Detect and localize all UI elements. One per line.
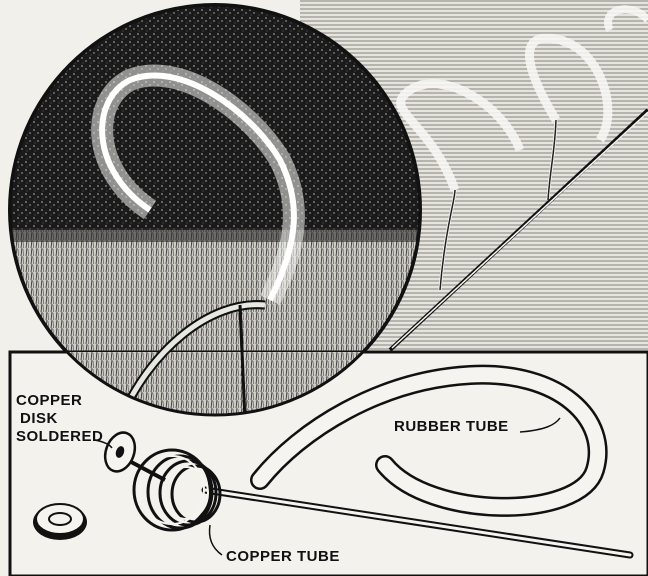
copper-disk-label-line3: SOLDERED [16, 428, 103, 446]
copper-disk-label-line2: DISK [16, 410, 103, 428]
copper-disk-label-line1: COPPER [16, 392, 103, 410]
copper-disk-label: COPPER DISK SOLDERED [16, 392, 103, 446]
rubber-tube-label: RUBBER TUBE [394, 418, 509, 436]
copper-tube-label: COPPER TUBE [226, 548, 340, 566]
washer [33, 504, 87, 540]
